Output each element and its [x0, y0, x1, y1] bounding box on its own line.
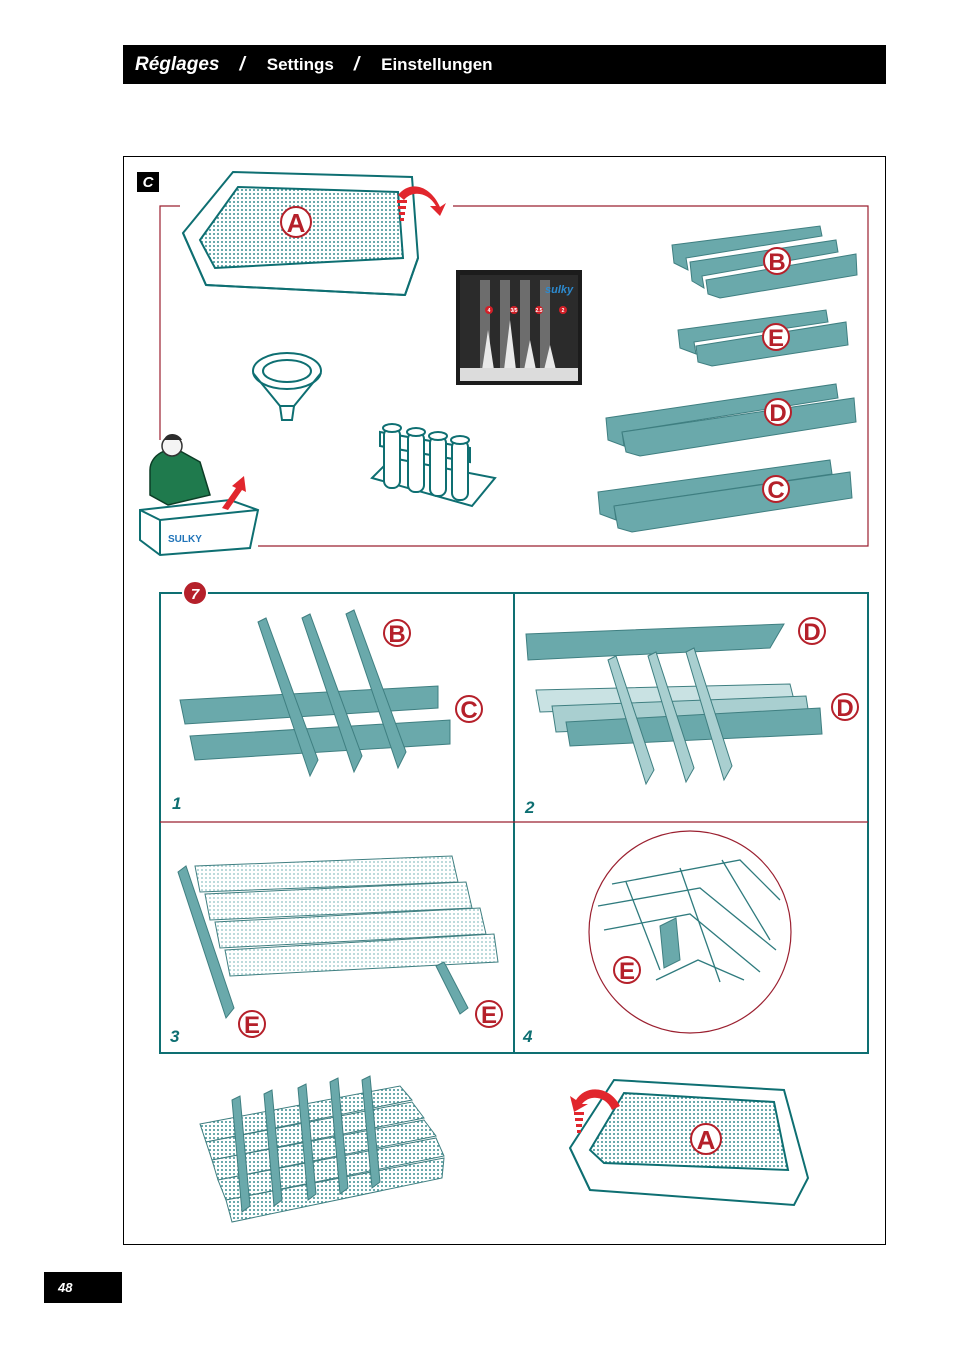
- tester-mark-3: 2.5: [536, 308, 543, 314]
- step-badge-circle: [182, 580, 208, 606]
- step-2-label-d1: D: [803, 619, 820, 646]
- kit-frame: [159, 205, 869, 547]
- test-tube-rack-icon: [370, 423, 497, 508]
- tester-mark-4: 2: [562, 308, 565, 314]
- funnel-icon: [252, 352, 322, 421]
- step-2-number: 2: [525, 798, 535, 817]
- tester-mark-1: 4: [488, 308, 491, 314]
- step-badge: 7: [191, 586, 200, 603]
- strip-set-c: [597, 459, 853, 533]
- step-3-number: 3: [170, 1027, 180, 1046]
- section-badge: C: [137, 172, 159, 192]
- illustration-frame: [123, 156, 886, 1245]
- strip-c-label: C: [767, 477, 784, 504]
- step-3-label-e1: E: [244, 1012, 260, 1039]
- title-fr: Réglages: [135, 53, 220, 75]
- header-bar: Réglages / Settings / Einstellungen: [123, 45, 886, 84]
- title-de: Einstellungen: [381, 54, 493, 74]
- step-1-illustration: [179, 609, 451, 778]
- arrow-bottom-icon: [570, 1089, 620, 1112]
- title-en: Settings: [266, 54, 334, 74]
- arrow-tail-icon: [397, 200, 407, 221]
- step-4-illustration: [588, 830, 792, 1034]
- separator-2: /: [353, 53, 360, 75]
- man-with-box-icon: SULKY: [139, 434, 260, 557]
- tray-bottom-icon: [568, 1078, 810, 1207]
- tray-label: A: [287, 208, 306, 238]
- step-2-illustration: [525, 623, 823, 786]
- box-logo: SULKY: [168, 534, 202, 545]
- assembled-grid-illustration: [199, 1075, 445, 1223]
- strip-d-label: D: [769, 400, 786, 427]
- arrow-icon: [398, 186, 446, 216]
- step-1-label-b: B: [388, 621, 405, 648]
- page-number: 48: [44, 1272, 122, 1303]
- arrow-bottom-tail-icon: [574, 1112, 584, 1133]
- tester-logo: sulky: [545, 284, 574, 296]
- separator-1: /: [239, 53, 245, 75]
- step-4-number: 4: [523, 1027, 533, 1046]
- strip-b-label: B: [768, 249, 785, 276]
- step-2-label-d2: D: [836, 695, 853, 722]
- step-1-number: 1: [172, 794, 182, 813]
- step-4-label-e: E: [619, 958, 635, 985]
- step-1-label-c: C: [460, 697, 477, 724]
- tester-box-image: 4 3/5 2.5 2 sulky: [456, 270, 582, 385]
- tester-mark-2: 3/5: [511, 308, 518, 314]
- tray-label-circle: [280, 206, 312, 238]
- strip-set-d: [605, 383, 857, 457]
- step-3-label-e2: E: [481, 1002, 497, 1029]
- final-tray-label: A: [697, 1125, 716, 1155]
- steps-panel: [159, 592, 869, 1054]
- strip-e-label: E: [768, 325, 784, 352]
- step-3-illustration: [177, 855, 499, 1020]
